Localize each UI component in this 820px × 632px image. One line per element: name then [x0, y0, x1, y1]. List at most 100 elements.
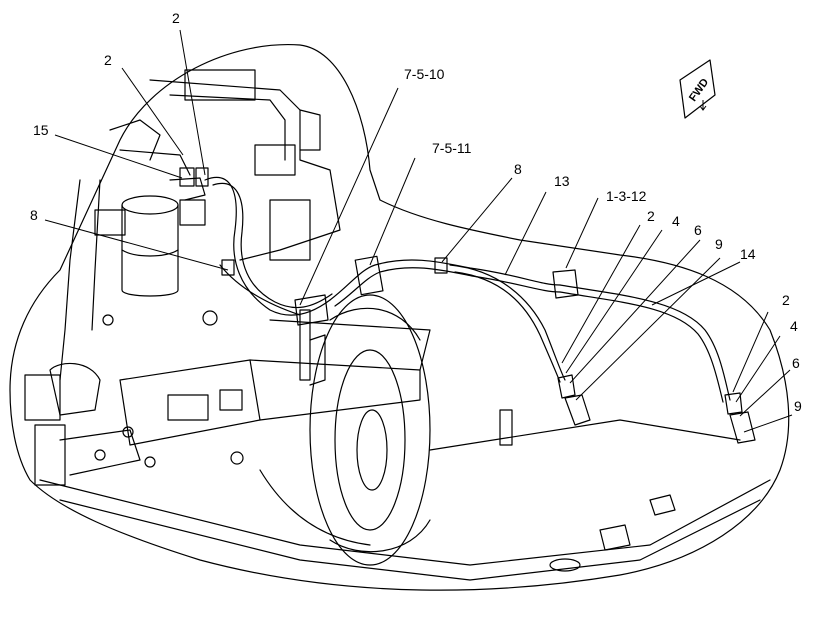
floor-slot — [499, 409, 513, 446]
bracket-bottom — [294, 294, 329, 326]
coupling-right-2 — [729, 411, 756, 444]
leader-6-b — [739, 369, 791, 417]
drum-cover — [259, 469, 371, 546]
leader-7-5-10 — [299, 87, 399, 306]
callout-8-b: 8 — [514, 161, 522, 177]
bracket-post-2 — [309, 334, 326, 386]
callout-9-b: 9 — [794, 398, 802, 414]
upper-housing — [149, 79, 341, 261]
center-frame — [119, 359, 261, 446]
leader-15 — [54, 134, 183, 179]
center-tab — [167, 394, 209, 421]
upper-housing-inner — [169, 94, 286, 161]
filter-bracket-2 — [179, 199, 206, 226]
bolt-5 — [102, 314, 114, 326]
center-frame-lower — [259, 369, 421, 421]
left-frame — [59, 179, 81, 381]
fitting-junction — [354, 255, 384, 296]
left-frame-lower — [59, 429, 141, 476]
leader-4-a — [565, 229, 663, 374]
housing-panel-3 — [269, 199, 311, 261]
filter-canister-band — [121, 249, 179, 257]
floor-plate-edge — [39, 479, 771, 566]
filter-bracket — [94, 209, 126, 236]
drum-rim — [329, 307, 421, 341]
leader-7-5-11 — [369, 157, 416, 266]
left-box — [24, 374, 61, 421]
fitting-clamp-3 — [179, 167, 195, 187]
fwd-box — [679, 59, 716, 119]
bolt-3 — [144, 456, 156, 468]
bracket-post — [299, 309, 311, 381]
hose-to-right-a — [449, 264, 566, 381]
floor-edge-right — [429, 419, 741, 451]
callout-4-b: 4 — [790, 318, 798, 334]
callout-15: 15 — [33, 122, 49, 138]
leader-9-a — [575, 257, 721, 401]
coupling-right — [724, 392, 743, 415]
leader-9-b — [743, 414, 793, 433]
housing-panel-2 — [254, 144, 296, 176]
leader-8-a — [44, 219, 229, 271]
hose-to-right-b-b — [559, 291, 724, 403]
floor-tab-2 — [599, 524, 631, 551]
floor-plate — [59, 499, 761, 581]
leader-4-b — [735, 335, 781, 403]
body-outline — [9, 43, 790, 591]
filter-canister-top — [121, 195, 179, 215]
floor-hole — [549, 558, 581, 572]
left-frame-2 — [91, 179, 101, 331]
callout-14: 14 — [740, 246, 756, 262]
housing-detail — [299, 109, 321, 151]
leader-2-d — [732, 311, 769, 393]
leader-2-a — [121, 67, 184, 156]
drum-hub — [356, 409, 388, 491]
callout-9-a: 9 — [715, 236, 723, 252]
fitting-clamp-2 — [221, 259, 235, 276]
bolt-6 — [202, 310, 218, 326]
leader-2-c — [561, 224, 641, 364]
hose-left-main-b — [212, 182, 333, 309]
callout-2-d: 2 — [782, 292, 790, 308]
left-pad — [49, 362, 101, 416]
drum-base — [329, 519, 431, 553]
arrow-down-icon — [699, 100, 707, 111]
callout-7-5-10: 7-5-10 — [404, 66, 445, 82]
bolt-4 — [230, 451, 244, 465]
housing-panel — [184, 69, 256, 101]
callout-2-a: 2 — [104, 52, 112, 68]
fwd-indicator: FWD — [687, 76, 711, 103]
leader-8-b — [441, 177, 513, 263]
hose-to-right-a-b — [454, 271, 561, 383]
hose-to-right-b — [559, 284, 731, 401]
bolt — [122, 426, 134, 438]
callout-1-3-12: 1-3-12 — [606, 188, 647, 204]
hose-left-main — [204, 176, 331, 316]
hose-center-b — [334, 267, 561, 307]
callout-2-b: 2 — [172, 10, 180, 26]
fitting-block — [552, 269, 579, 299]
hose-left-drop — [219, 264, 301, 316]
center-frame-side — [249, 319, 431, 371]
leader-14 — [651, 261, 741, 306]
callout-4-a: 4 — [672, 213, 680, 229]
coupling-left-2 — [564, 394, 591, 426]
fitting-clamp-4 — [195, 167, 209, 187]
center-tab-2 — [219, 389, 243, 411]
drum-outer — [309, 294, 431, 566]
leader-1-3-12 — [565, 197, 599, 269]
callout-6-a: 6 — [694, 222, 702, 238]
filter-canister-body — [121, 204, 179, 297]
floor-tab — [649, 494, 676, 516]
fwd-label: FWD — [687, 76, 711, 103]
housing-detail-2 — [109, 119, 161, 161]
left-box-2 — [34, 424, 66, 486]
filter-mount — [169, 177, 206, 201]
callout-2-c: 2 — [647, 208, 655, 224]
callout-6-b: 6 — [792, 355, 800, 371]
leader-6-a — [569, 239, 701, 384]
coupling-left — [557, 374, 576, 399]
bolt-2 — [94, 449, 106, 461]
